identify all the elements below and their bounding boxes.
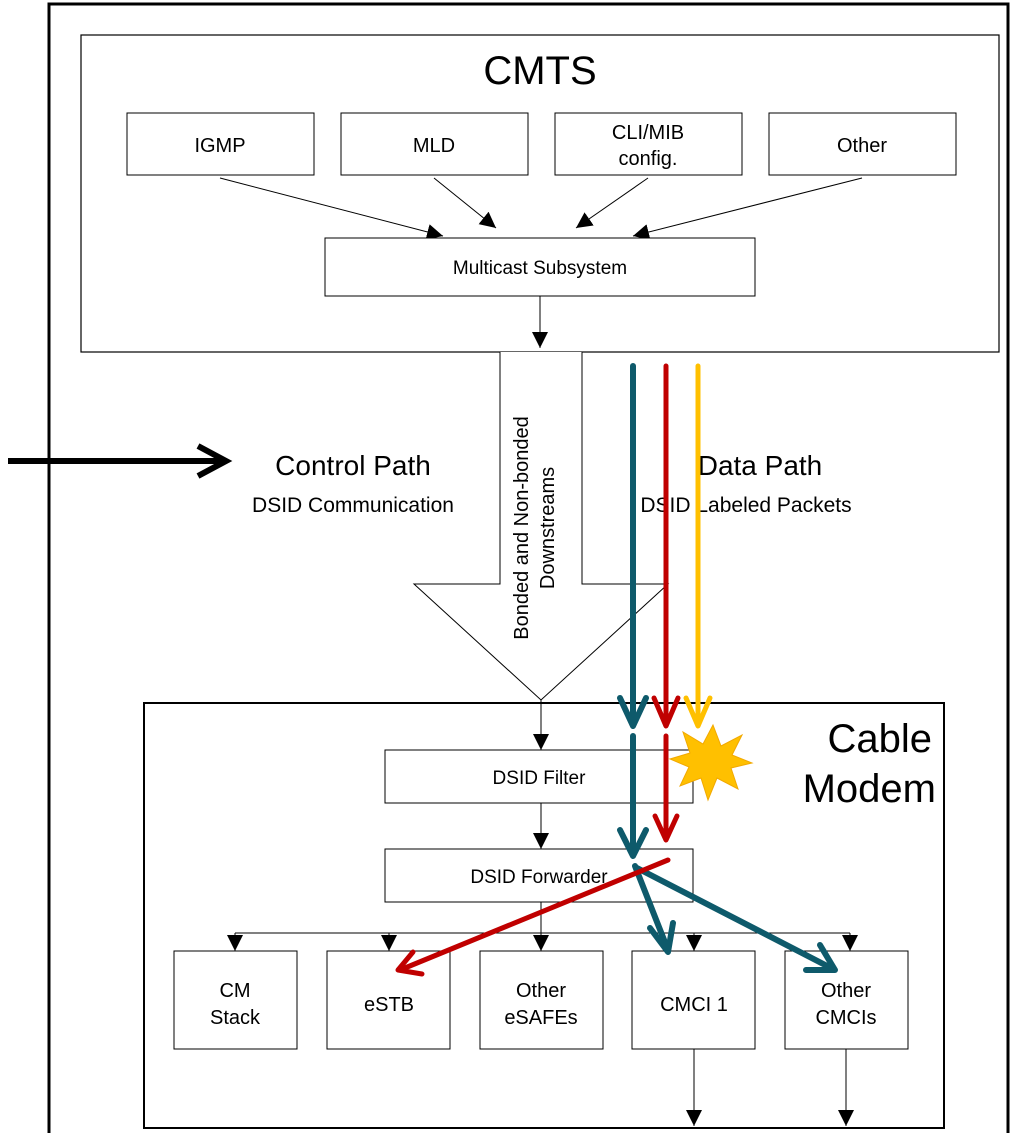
dsid-forwarder-label: DSID Forwarder: [470, 867, 608, 888]
control-path-title: Control Path: [275, 450, 431, 481]
stream-teal-upper-head: [617, 695, 649, 729]
stream-teal-other-cmcis-head: [803, 942, 838, 973]
input-box-cli-mib: CLI/MIB config.: [554, 112, 743, 176]
output-box-cm-stack: CM Stack: [173, 950, 298, 1050]
data-path-title: Data Path: [698, 450, 823, 481]
output-box-other-esafes: Other eSAFEs: [479, 950, 604, 1050]
cmci1-label: CMCI 1: [660, 994, 728, 1016]
input-box-mld: MLD: [340, 112, 529, 176]
cmts-box: CMTS IGMP MLD CLI/MIB config. Other Mult…: [80, 34, 1000, 353]
dropped-packet-burst-icon: [668, 723, 754, 802]
output-box-other-cmcis: Other CMCIs: [784, 950, 909, 1050]
dsid-filter-box: DSID Filter: [384, 749, 694, 804]
stream-red-to-estb: [397, 857, 671, 973]
stream-teal-to-cmci1: [632, 863, 671, 953]
control-path: Control Path DSID Communication: [8, 443, 454, 517]
arrow-igmp-to-multicast: [219, 177, 444, 240]
stream-teal: [617, 363, 838, 973]
stream-yellow-head: [683, 695, 713, 729]
cm-stack-label-line2: Stack: [210, 1007, 261, 1029]
input-box-other: Other: [768, 112, 957, 176]
dsid-forwarder-box: DSID Forwarder: [384, 848, 694, 903]
stream-red-lower-head: [652, 813, 680, 843]
input-igmp-label: IGMP: [194, 135, 245, 157]
input-cli-mib-label-line2: config.: [619, 148, 678, 170]
input-cli-mib-label-line1: CLI/MIB: [612, 122, 684, 144]
downstream-label-line2: Downstreams: [537, 467, 559, 589]
outer-frame: [47, 2, 1010, 1133]
input-box-igmp: IGMP: [126, 112, 315, 176]
arrow-cli-to-multicast: [575, 177, 649, 229]
output-box-cmci1: CMCI 1: [631, 950, 756, 1050]
control-path-subtitle: DSID Communication: [252, 494, 454, 517]
cmts-title: CMTS: [483, 49, 596, 93]
stream-teal-to-other-cmcis: [634, 865, 836, 972]
arrow-other-to-multicast: [632, 177, 863, 240]
stream-red-upper-head: [651, 695, 681, 729]
multicast-subsystem-label: Multicast Subsystem: [453, 258, 627, 279]
stream-red: [395, 363, 681, 977]
multicast-subsystem-box: Multicast Subsystem: [324, 237, 756, 297]
stream-teal-cmci1-head: [647, 920, 676, 955]
other-esafes-label-line2: eSAFEs: [504, 1007, 577, 1029]
arrow-mld-to-multicast: [433, 177, 497, 229]
stream-teal-lower-head: [617, 827, 649, 859]
input-mld-label: MLD: [413, 135, 455, 157]
data-path: Data Path DSID Labeled Packets: [640, 450, 851, 517]
cable-modem-title-line2: Modem: [803, 767, 936, 811]
data-path-subtitle: DSID Labeled Packets: [640, 494, 851, 517]
estb-label: eSTB: [364, 994, 414, 1016]
output-box-estb: eSTB: [326, 950, 451, 1050]
other-esafes-label-line1: Other: [516, 980, 566, 1002]
cable-modem-box: Cable Modem DSID Filter DSID Forwarder C…: [143, 700, 945, 1129]
stream-yellow: [683, 363, 713, 729]
input-other-label: Other: [837, 135, 887, 157]
cable-modem-title-line1: Cable: [827, 717, 932, 761]
other-cmcis-label-line1: Other: [821, 980, 871, 1002]
other-cmcis-label-line2: CMCIs: [815, 1007, 876, 1029]
cm-stack-label-line1: CM: [219, 980, 250, 1002]
control-path-arrow-head: [196, 443, 233, 479]
dsid-filter-label: DSID Filter: [493, 768, 587, 789]
downstream-label-line1: Bonded and Non-bonded: [511, 416, 533, 640]
stream-red-estb-head: [395, 949, 425, 977]
